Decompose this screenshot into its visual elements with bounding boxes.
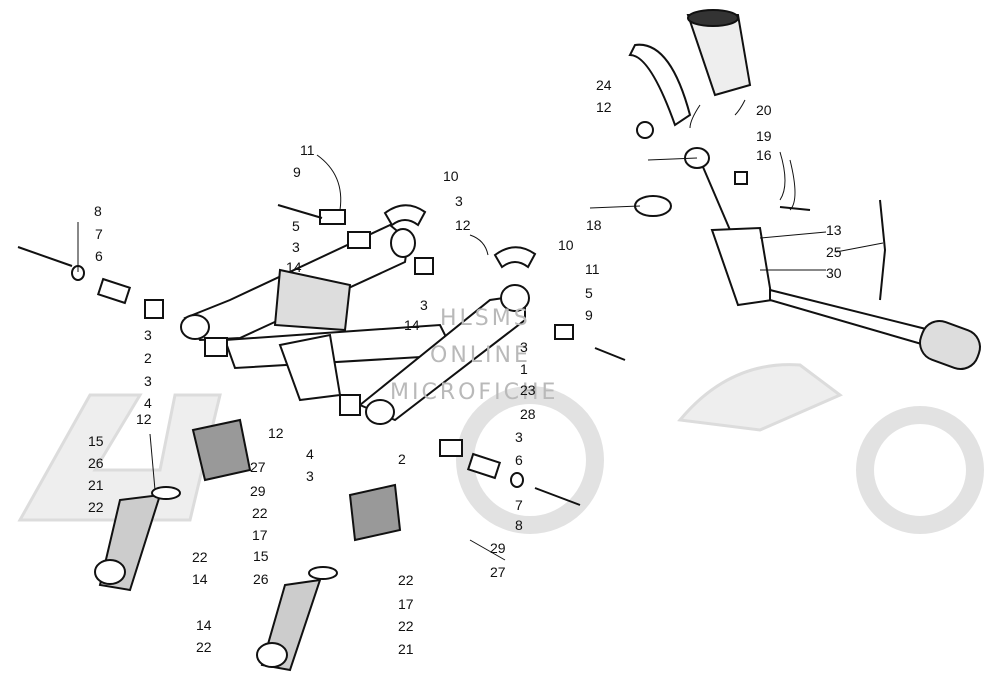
callout-14: 14	[286, 259, 302, 275]
callout-2: 2	[144, 350, 152, 366]
callout-8: 8	[94, 203, 102, 219]
callout-29: 29	[490, 540, 506, 556]
callout-15: 15	[253, 548, 269, 564]
callout-7: 7	[95, 226, 103, 242]
callout-12: 12	[455, 217, 471, 233]
callout-27: 27	[250, 459, 266, 475]
callout-6: 6	[515, 452, 523, 468]
callout-5: 5	[585, 285, 593, 301]
callout-9: 9	[293, 164, 301, 180]
callout-20: 20	[756, 102, 772, 118]
callout-21: 21	[88, 477, 104, 493]
callout-22: 22	[196, 639, 212, 655]
callout-3: 3	[144, 373, 152, 389]
callout-14: 14	[192, 571, 208, 587]
shock-absorber	[628, 9, 981, 370]
callout-5: 5	[292, 218, 300, 234]
callout-21: 21	[398, 641, 414, 657]
callout-9: 9	[585, 307, 593, 323]
callout-4: 4	[306, 446, 314, 462]
hardware	[17, 121, 811, 506]
callout-10: 10	[443, 168, 459, 184]
callout-22: 22	[252, 505, 268, 521]
callout-22: 22	[88, 499, 104, 515]
callout-11: 11	[585, 261, 600, 277]
callout-15: 15	[88, 433, 104, 449]
callout-22: 22	[398, 618, 414, 634]
callout-30: 30	[826, 265, 842, 281]
callout-8: 8	[515, 517, 523, 533]
callout-17: 17	[398, 596, 414, 612]
callout-7: 7	[515, 497, 523, 513]
callout-22: 22	[398, 572, 414, 588]
callout-23: 23	[520, 382, 536, 398]
callout-26: 26	[253, 571, 269, 587]
callout-29: 29	[250, 483, 266, 499]
callout-3: 3	[455, 193, 463, 209]
callout-12: 12	[268, 425, 284, 441]
callout-12: 12	[136, 411, 152, 427]
callout-13: 13	[826, 222, 842, 238]
callout-6: 6	[95, 248, 103, 264]
watermark-line-1: HLSMS	[440, 306, 531, 331]
watermark-line-2: ONLINE	[430, 343, 531, 368]
callout-14: 14	[404, 317, 420, 333]
callout-3: 3	[144, 327, 152, 343]
callout-4: 4	[144, 395, 152, 411]
watermark-line-3: MICROFICHE	[390, 380, 559, 405]
callout-10: 10	[558, 237, 574, 253]
callout-14: 14	[196, 617, 212, 633]
callout-12: 12	[596, 99, 612, 115]
callout-16: 16	[756, 147, 772, 163]
callout-3: 3	[420, 297, 428, 313]
callout-3: 3	[515, 429, 523, 445]
callout-3: 3	[292, 239, 300, 255]
callout-3: 3	[306, 468, 314, 484]
rear-arm	[180, 223, 530, 425]
callout-25: 25	[826, 244, 842, 260]
callout-3: 3	[520, 339, 528, 355]
callout-1: 1	[520, 361, 528, 377]
callout-17: 17	[252, 527, 268, 543]
callout-26: 26	[88, 455, 104, 471]
callout-28: 28	[520, 406, 536, 422]
callout-18: 18	[586, 217, 602, 233]
callout-27: 27	[490, 564, 506, 580]
callout-19: 19	[756, 128, 772, 144]
callout-2: 2	[398, 451, 406, 467]
callout-22: 22	[192, 549, 208, 565]
foot-pegs	[94, 418, 402, 672]
callout-11: 11	[300, 142, 315, 158]
leader-lines	[77, 99, 884, 561]
callout-24: 24	[596, 77, 612, 93]
